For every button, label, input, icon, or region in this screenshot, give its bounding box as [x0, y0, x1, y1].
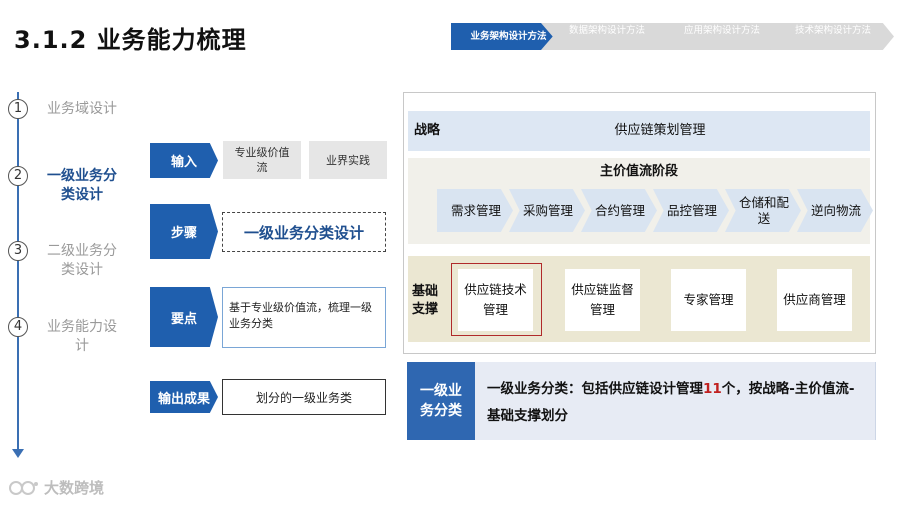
value-stage-contract: 合约管理 [581, 189, 657, 232]
value-stage-warehouse: 仓储和配送 [725, 189, 801, 232]
page-title: 3.1.2 业务能力梳理 [14, 26, 247, 54]
summary-box: 一级业务分类：包括供应链设计管理11个，按战略-主价值流-基础支撑划分 [475, 362, 876, 440]
step-label-3[interactable]: 二级业务分类设计 [47, 243, 117, 278]
step-number-2: 2 [8, 166, 28, 186]
summary-count: 11 [703, 381, 722, 397]
points-tag: 要点 [150, 287, 218, 347]
input-tag: 输入 [150, 143, 218, 178]
highlight-frame [451, 263, 542, 336]
value-stage-demand: 需求管理 [437, 189, 513, 232]
base-item-expert: 专家管理 [671, 269, 746, 331]
strategy-label: 战略 [414, 123, 441, 138]
step-number-1: 1 [8, 99, 28, 119]
step-label-1[interactable]: 业务域设计 [47, 101, 117, 117]
value-stage-reverse: 逆向物流 [797, 189, 873, 232]
watermark: 大数跨境 [8, 477, 104, 498]
output-box: 划分的一级业务类 [222, 379, 386, 415]
points-box: 基于专业级价值流，梳理一级业务分类 [222, 287, 386, 348]
step-label-4[interactable]: 业务能力设计 [47, 319, 117, 354]
breadcrumb-step-technology[interactable]: 技术架构设计方法 [770, 23, 894, 50]
base-item-supervision: 供应链监督管理 [565, 269, 640, 331]
breadcrumb-step-application[interactable]: 应用架构设计方法 [656, 23, 786, 50]
strategy-band [408, 111, 870, 151]
value-stage-quality: 品控管理 [653, 189, 729, 232]
summary-tag: 一级业务分类 [407, 362, 475, 440]
summary-prefix: 一级业务分类：包括供应链设计管理 [487, 381, 703, 397]
value-stage-purchase: 采购管理 [509, 189, 585, 232]
base-item-tech: 供应链技术管理 [458, 269, 533, 331]
input-item-value-stream: 专业级价值流 [223, 141, 301, 179]
watermark-text: 大数跨境 [44, 479, 105, 497]
output-tag: 输出成果 [150, 381, 218, 413]
input-item-practice: 业界实践 [309, 141, 387, 179]
timeline-line [17, 92, 19, 454]
base-item-supplier: 供应商管理 [777, 269, 852, 331]
base-support-label: 基础支撑 [412, 284, 439, 317]
steps-box: 一级业务分类设计 [222, 212, 386, 252]
step-number-3: 3 [8, 241, 28, 261]
step-label-2[interactable]: 一级业务分类设计 [47, 168, 117, 203]
timeline-arrow-icon [12, 449, 24, 458]
steps-tag: 步骤 [150, 204, 218, 259]
breadcrumb-step-data[interactable]: 数据架构设计方法 [541, 23, 671, 50]
summary-suffix: 个，按战略-主价值流-基础支撑划分 [487, 381, 855, 424]
watermark-logo-icon [9, 480, 38, 495]
value-stream-title: 主价值流阶段 [599, 164, 678, 179]
strategy-text: 供应链策划管理 [614, 123, 706, 138]
step-number-4: 4 [8, 317, 28, 337]
